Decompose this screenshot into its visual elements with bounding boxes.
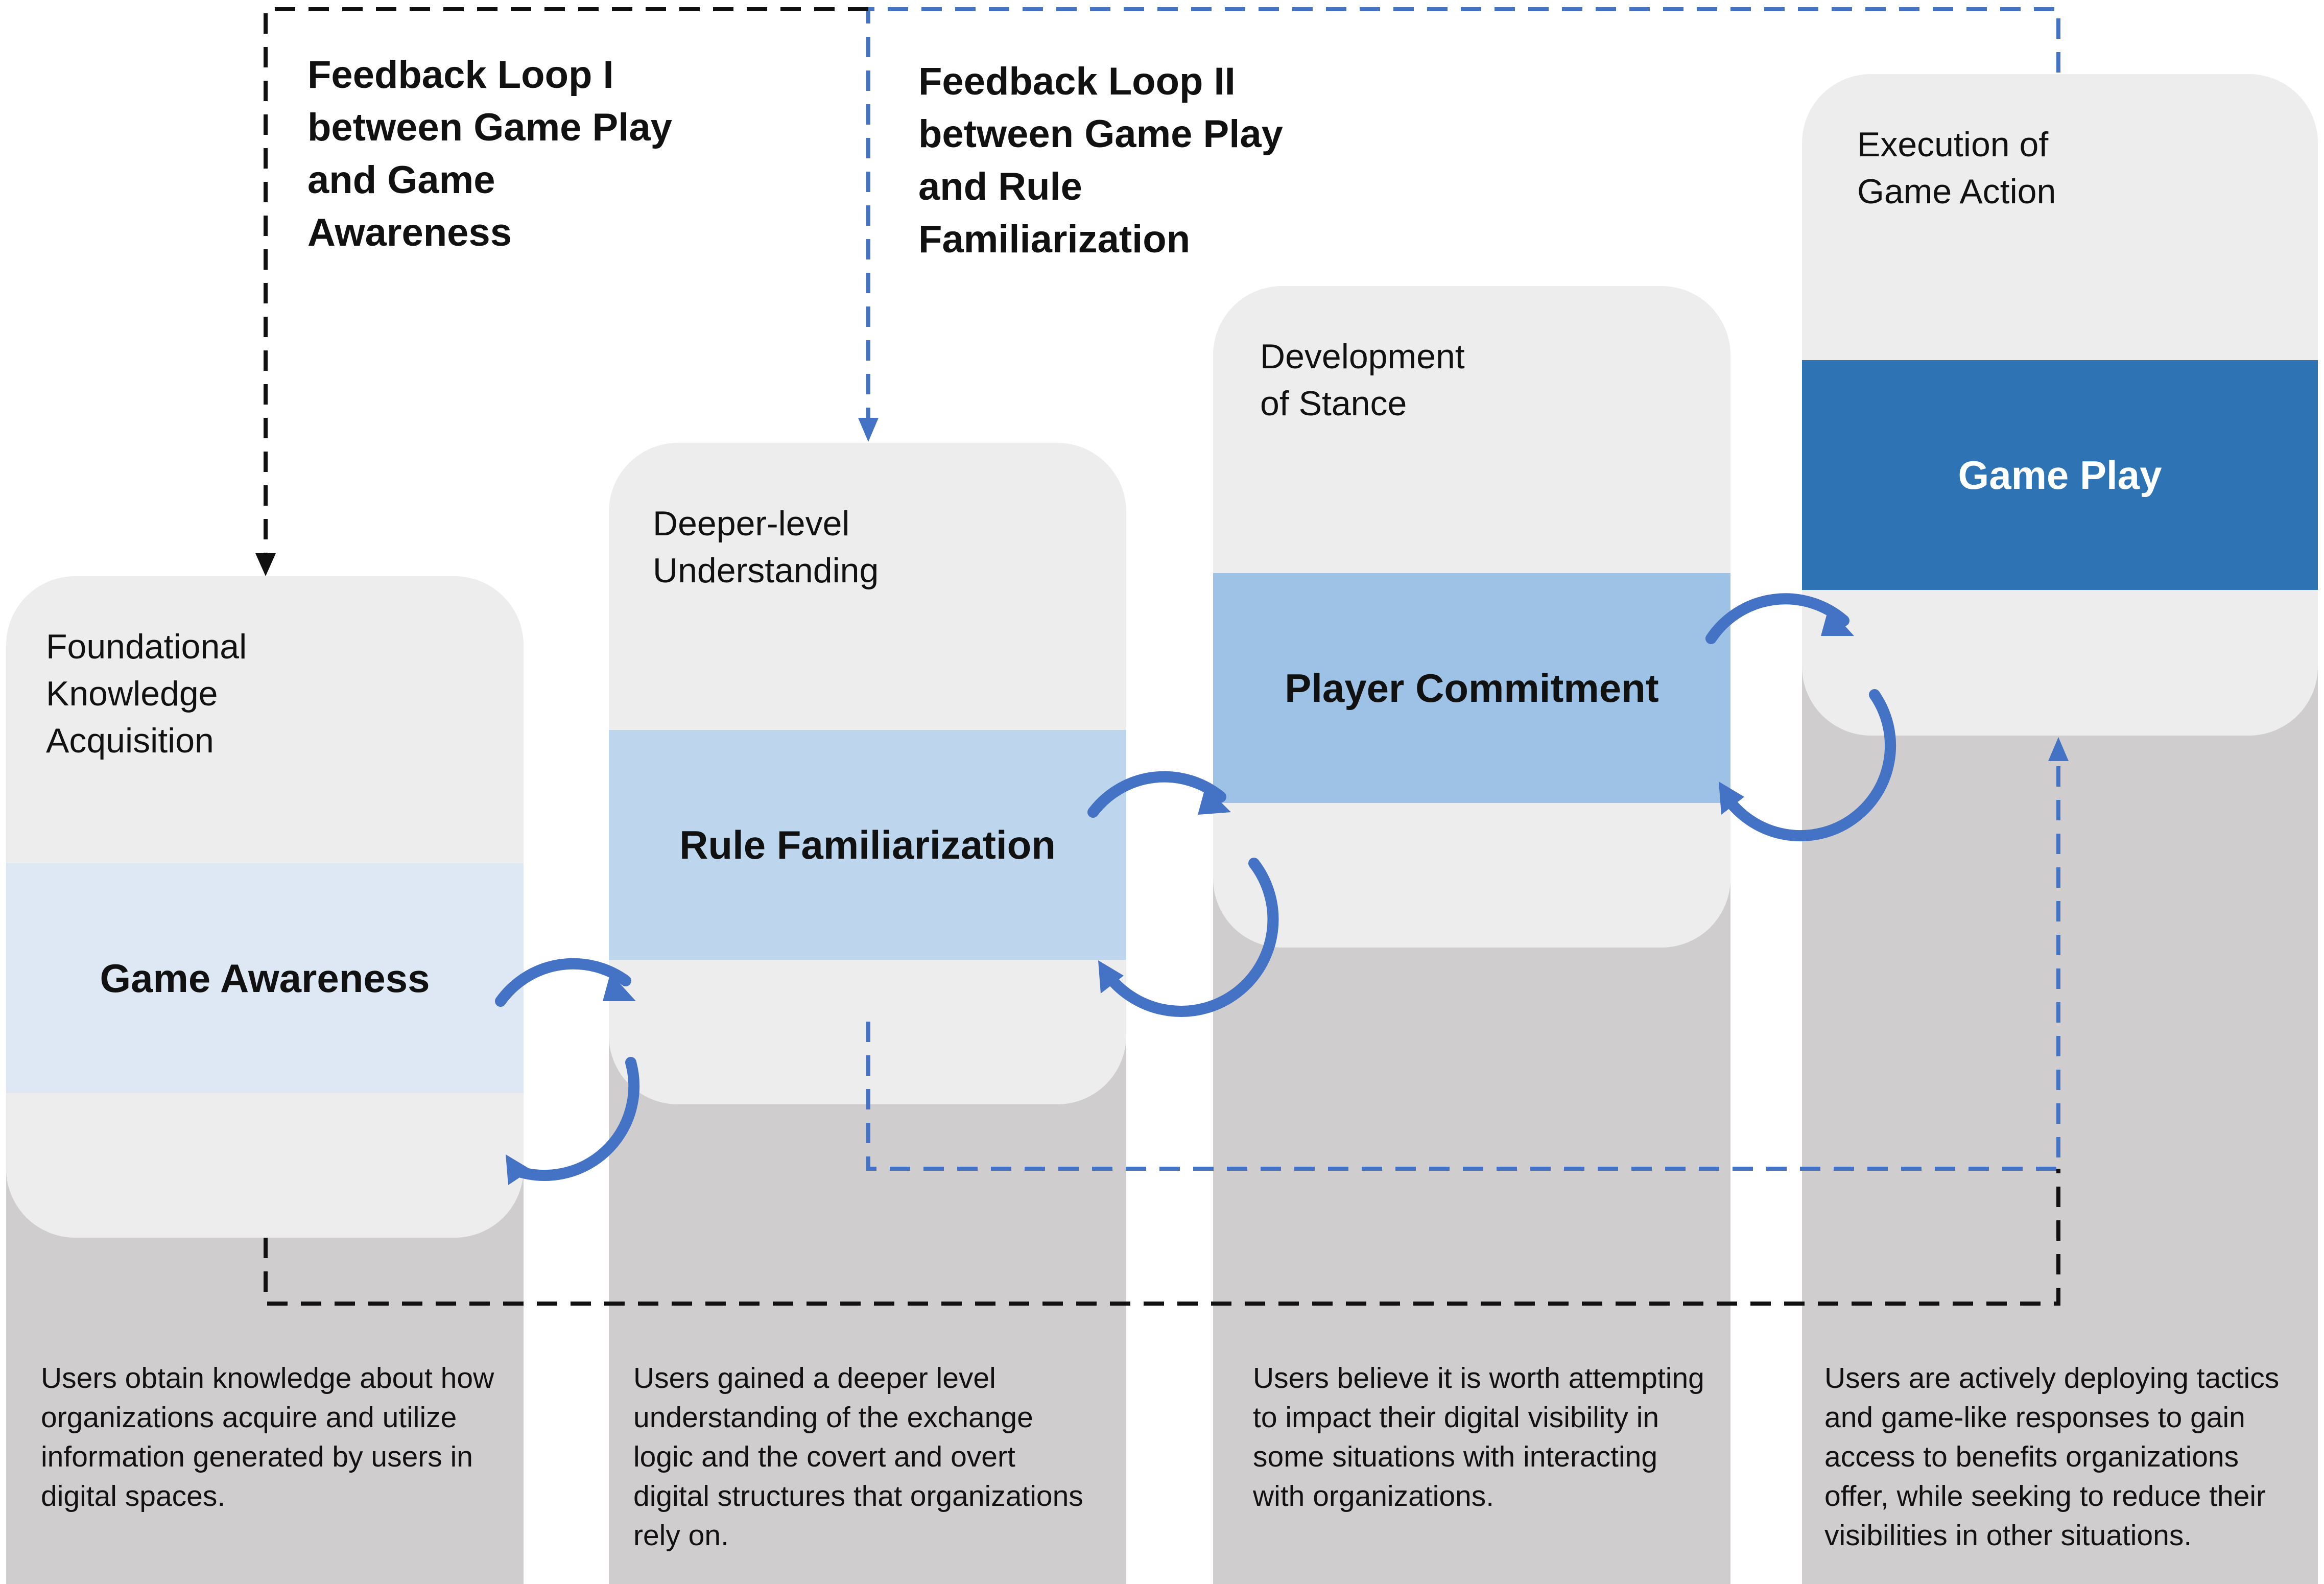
- stage-2-band-label: Rule Familiarization: [679, 822, 1056, 867]
- stage-1-band-label: Game Awareness: [100, 955, 430, 1001]
- stage-2-band: Rule Familiarization: [609, 730, 1126, 960]
- stage-2-card: Deeper-level Understanding Rule Familiar…: [609, 443, 1126, 1104]
- cycle-arrow-1-2: [495, 958, 640, 1181]
- feedback-loop-1-line: [264, 7, 2060, 1306]
- stage-3-band: Player Commitment: [1213, 573, 1730, 803]
- cycle-arrow-2-3: [1087, 771, 1279, 1018]
- stage-1-card: Foundational Knowledge Acquisition Game …: [6, 576, 524, 1238]
- feedback-loop-2-label: Feedback Loop II between Game Play and R…: [918, 60, 1283, 261]
- stage-4-band: Game Play: [1802, 360, 2318, 590]
- feedback-loop-1-label: Feedback Loop I between Game Play and Ga…: [307, 53, 672, 254]
- feedback-loop-1-arrowhead: [255, 553, 276, 576]
- stage-3-band-label: Player Commitment: [1285, 665, 1659, 711]
- stage-3-title: Development of Stance: [1260, 337, 1465, 423]
- stage-1-description: Users obtain knowledge about how organiz…: [41, 1362, 494, 1512]
- stage-2-description: Users gained a deeper level understandin…: [633, 1362, 1083, 1552]
- stage-4-band-label: Game Play: [1958, 452, 2162, 498]
- stage-1-title: Foundational Knowledge Acquisition: [46, 627, 247, 760]
- stage-4-card: Execution of Game Action Game Play: [1802, 74, 2318, 736]
- cycle-arrowheads: [506, 608, 1854, 1185]
- cycle-arrow-3-4: [1705, 593, 1896, 842]
- stage-1-band: Game Awareness: [6, 863, 524, 1093]
- feedback-loop-2-arrowhead-up: [2048, 737, 2069, 761]
- feedback-loop-2-line: [866, 7, 2060, 1171]
- stage-4-title: Execution of Game Action: [1857, 125, 2056, 211]
- stage-3-description: Users believe it is worth attempting to …: [1253, 1362, 1704, 1512]
- feedback-loop-2-arrowhead-down: [858, 418, 879, 442]
- stage-2-title: Deeper-level Understanding: [653, 504, 879, 590]
- stage-3-card: Development of Stance Player Commitment: [1213, 286, 1730, 948]
- stage-4-description: Users are actively deploying tactics and…: [1824, 1362, 2280, 1552]
